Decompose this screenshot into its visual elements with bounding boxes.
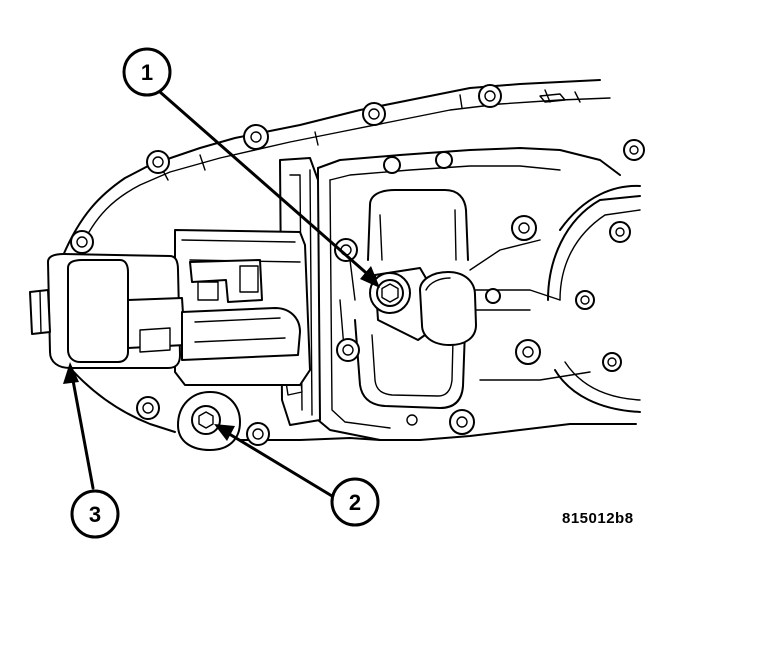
hex-bolt-1-icon [381, 283, 399, 303]
callout-1: 1 [122, 47, 172, 97]
arrowhead-3-icon [63, 362, 79, 384]
callout-2: 2 [330, 477, 380, 527]
housing-flange-bolts [70, 84, 645, 446]
housing-outline [59, 79, 637, 441]
leader-line-1 [158, 90, 374, 280]
callout-label-1: 1 [141, 60, 153, 85]
lower-mounting-boss [177, 391, 241, 451]
shift-motor [29, 157, 321, 426]
pad-bolts [334, 151, 541, 435]
center-mounting-pad [317, 147, 621, 441]
callout-label-3: 3 [89, 502, 101, 527]
callout-3: 3 [70, 489, 120, 539]
rear-housing [547, 184, 641, 413]
figure-id: 815012b8 [562, 510, 634, 527]
callout-label-2: 2 [349, 490, 361, 515]
arrowhead-1-icon [360, 266, 380, 288]
hex-bolt-2-icon [198, 411, 214, 429]
leader-lines [63, 90, 380, 498]
leader-line-2 [224, 430, 334, 498]
shift-shaft-assembly [369, 267, 477, 346]
arrowhead-2-icon [214, 424, 235, 441]
leader-line-3 [70, 373, 95, 490]
